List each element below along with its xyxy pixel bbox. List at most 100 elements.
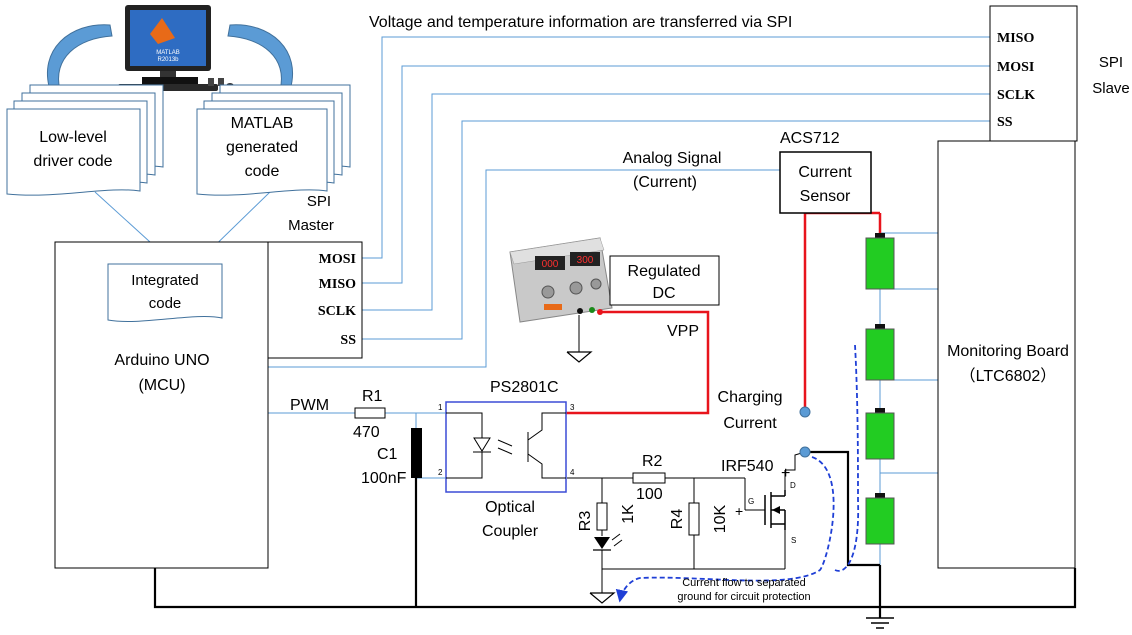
regulated-label-2: DC	[652, 285, 675, 302]
monitoring-board-box	[937, 140, 1076, 569]
r1-label: R1	[362, 388, 383, 405]
spi-slave-box	[989, 5, 1078, 142]
arduino-label-1: Arduino UNO	[114, 352, 209, 369]
spi-master-label-1: SPI	[307, 193, 331, 210]
battery-cell-4	[865, 493, 895, 545]
master-pin-mosi: MOSI	[319, 252, 356, 267]
opto-pin-4: 4	[570, 468, 575, 477]
miso-wire	[362, 65, 990, 284]
speaker-right	[218, 78, 224, 86]
spi-slave-label-2: Slave	[1092, 80, 1130, 97]
c1-capacitor	[411, 428, 422, 478]
analog-signal-label-1: Analog Signal	[623, 150, 722, 167]
speaker-left	[208, 78, 214, 86]
master-pin-miso: MISO	[319, 277, 356, 292]
svg-text:000: 000	[542, 259, 559, 270]
analog-signal-wire	[268, 169, 780, 368]
psu-ground-symbol	[566, 351, 593, 363]
current-flow-left	[615, 456, 835, 603]
svg-text:300: 300	[577, 255, 594, 266]
computer-tower	[142, 77, 198, 85]
integrated-label-1: Integrated	[131, 272, 199, 289]
led-ray-2	[613, 539, 623, 547]
opto-pin-2: 2	[438, 468, 443, 477]
arduino-label-2: (MCU)	[138, 377, 185, 394]
ground-wires	[153, 450, 1077, 618]
current-flow-label-1: Current flow to separated	[682, 577, 806, 589]
monitoring-label-2: （LTC6802）	[960, 367, 1057, 385]
opto-led-wire-bottom	[446, 452, 483, 479]
integrated-code-doc	[107, 263, 223, 323]
battery-cell-1	[865, 233, 895, 290]
slave-pin-mosi: MOSI	[997, 60, 1034, 75]
opto-light-ray-2	[497, 447, 513, 455]
master-pin-ss: SS	[340, 333, 356, 348]
charging-label-2: Current	[723, 415, 777, 432]
low-level-driver-doc: Low-level driver code	[6, 84, 164, 196]
drain-node	[799, 446, 811, 458]
matlab-label-1: MATLAB	[231, 115, 294, 132]
opto-led-wire-top	[446, 412, 483, 438]
master-pin-sclk: SCLK	[318, 304, 356, 319]
arduino-uno-box	[54, 241, 269, 569]
mosi-wire	[362, 36, 990, 259]
screen-label-2: R2013b	[157, 57, 179, 63]
mosfet-gate-label: G	[748, 497, 754, 506]
opto-pin-3: 3	[570, 403, 575, 412]
acs712-label: ACS712	[780, 130, 840, 147]
r3-value: 1K	[620, 504, 637, 524]
r3-label: R3	[577, 511, 594, 532]
earth-ground-symbol	[866, 617, 894, 629]
ss-wire	[362, 120, 990, 340]
mosfet-arrow	[772, 506, 780, 514]
irf540-label: IRF540	[721, 458, 774, 475]
opto-transistor-emitter	[527, 453, 566, 479]
matlab-logo	[150, 18, 175, 44]
local-ground-symbol	[566, 351, 616, 604]
optocoupler-internals	[446, 412, 566, 479]
r4-resistor	[688, 502, 700, 536]
current-flow-label-2: ground for circuit protection	[677, 591, 810, 603]
r1-value: 470	[353, 424, 380, 441]
mosfet-return-wire	[805, 450, 880, 567]
opto-transistor-collector	[527, 412, 566, 441]
monitoring-label-1: Monitoring Board	[947, 343, 1069, 360]
opto-pin-1: 1	[438, 403, 443, 412]
r4-label: R4	[669, 509, 686, 530]
circuit-wires	[567, 315, 806, 593]
pwm-label: PWM	[290, 397, 329, 414]
matlab-generated-doc: MATLAB generated code	[196, 84, 351, 196]
mosfet-drain-label: D	[790, 481, 796, 490]
low-level-label-2: driver code	[33, 153, 112, 170]
current-sensor-label-1: Current	[798, 164, 852, 181]
current-flow-path	[615, 344, 860, 603]
current-sensor-box	[779, 151, 872, 214]
main-ground-bus	[153, 568, 1077, 609]
matlab-label-2: generated	[226, 139, 298, 156]
optical-label-1: Optical	[485, 499, 535, 516]
optocoupler-box	[445, 401, 567, 493]
low-level-label-1: Low-level	[39, 129, 107, 146]
vpp-wire	[566, 310, 710, 415]
charging-label-1: Charging	[718, 389, 783, 406]
opto-light-ray-1	[497, 439, 513, 447]
mosfet-symbol	[764, 490, 786, 530]
led-indicator	[594, 537, 610, 549]
slave-pin-ss: SS	[997, 115, 1013, 130]
r2-resistor	[632, 472, 666, 484]
spi-slave-label-1: SPI	[1099, 54, 1123, 71]
r3-resistor	[596, 502, 608, 531]
screen-label-1: MATLAB	[156, 50, 180, 56]
mosfet-source-label: S	[791, 536, 796, 545]
led-ray-1	[611, 533, 621, 541]
spi-master-box	[267, 241, 363, 359]
current-sensor-label-2: Sensor	[800, 188, 851, 205]
gate-plus-sign: +	[735, 503, 743, 519]
r1-resistor	[354, 407, 386, 419]
power-supply-graphic: 000 300	[509, 237, 613, 323]
monitor-stand	[160, 71, 176, 77]
matlab-label-3: code	[245, 163, 280, 180]
mosfet-plus-label: +	[781, 465, 790, 482]
slave-pin-miso: MISO	[997, 31, 1034, 46]
r2-label: R2	[642, 453, 663, 470]
